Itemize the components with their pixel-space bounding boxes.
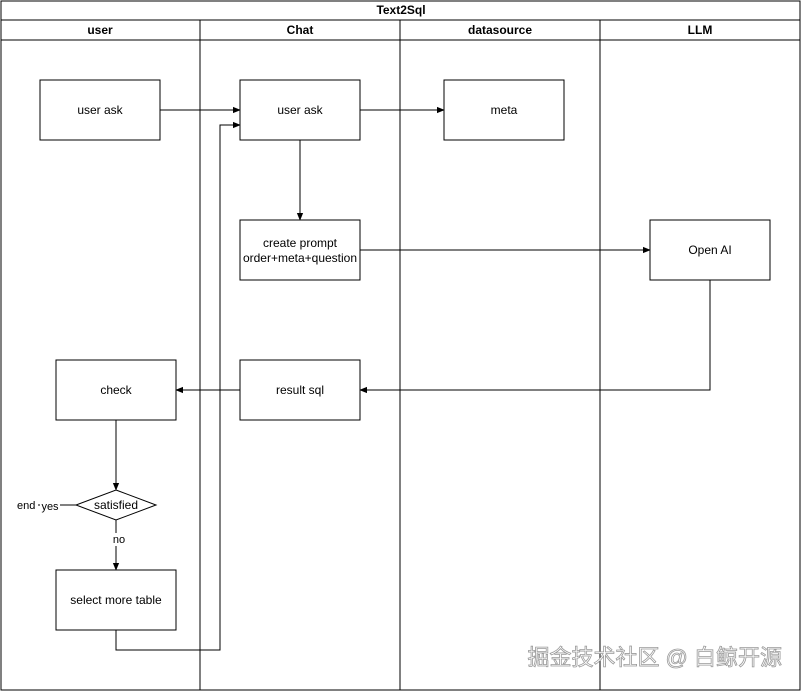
node-select-more-table: select more table	[55, 569, 177, 631]
node-result-sql: result sql	[239, 359, 361, 421]
node-user-ask-chat-label: user ask	[277, 103, 323, 117]
no-label-bg	[110, 533, 124, 546]
node-open-ai-label: Open AI	[688, 243, 731, 257]
node-create-prompt: create prompt order+meta+question	[239, 219, 361, 281]
node-check-label: check	[100, 383, 132, 397]
edge-select-more-table-loop	[115, 121, 241, 651]
edge-open-ai-to-result-sql	[359, 280, 711, 394]
diagram-title: Text2Sql	[376, 3, 425, 17]
node-end-label: end	[17, 500, 35, 512]
edge-label-no: no	[113, 534, 125, 546]
node-user-ask-chat: user ask	[239, 79, 361, 141]
node-result-sql-label: result sql	[276, 383, 324, 397]
node-open-ai: Open AI	[649, 219, 771, 281]
node-create-prompt-line1: create prompt	[263, 236, 338, 250]
node-select-more-table-label: select more table	[70, 593, 162, 607]
node-meta: meta	[443, 79, 565, 141]
lane-header-user: user	[87, 23, 113, 37]
watermark-text: 掘金技术社区 @ 白鲸开源	[527, 645, 782, 670]
node-create-prompt-line2: order+meta+question	[243, 251, 357, 265]
lane-header-llm: LLM	[688, 23, 713, 37]
node-user-ask-user-label: user ask	[77, 103, 123, 117]
yes-label-bg	[40, 499, 60, 512]
lane-header-chat: Chat	[287, 23, 314, 37]
node-user-ask-user: user ask	[39, 79, 161, 141]
node-check: check	[55, 359, 177, 421]
edge-label-yes: yes	[41, 501, 59, 513]
node-satisfied-label: satisfied	[94, 498, 138, 512]
node-satisfied-decision: satisfied	[74, 489, 158, 521]
lane-header-datasource: datasource	[468, 23, 532, 37]
node-meta-label: meta	[491, 103, 518, 117]
